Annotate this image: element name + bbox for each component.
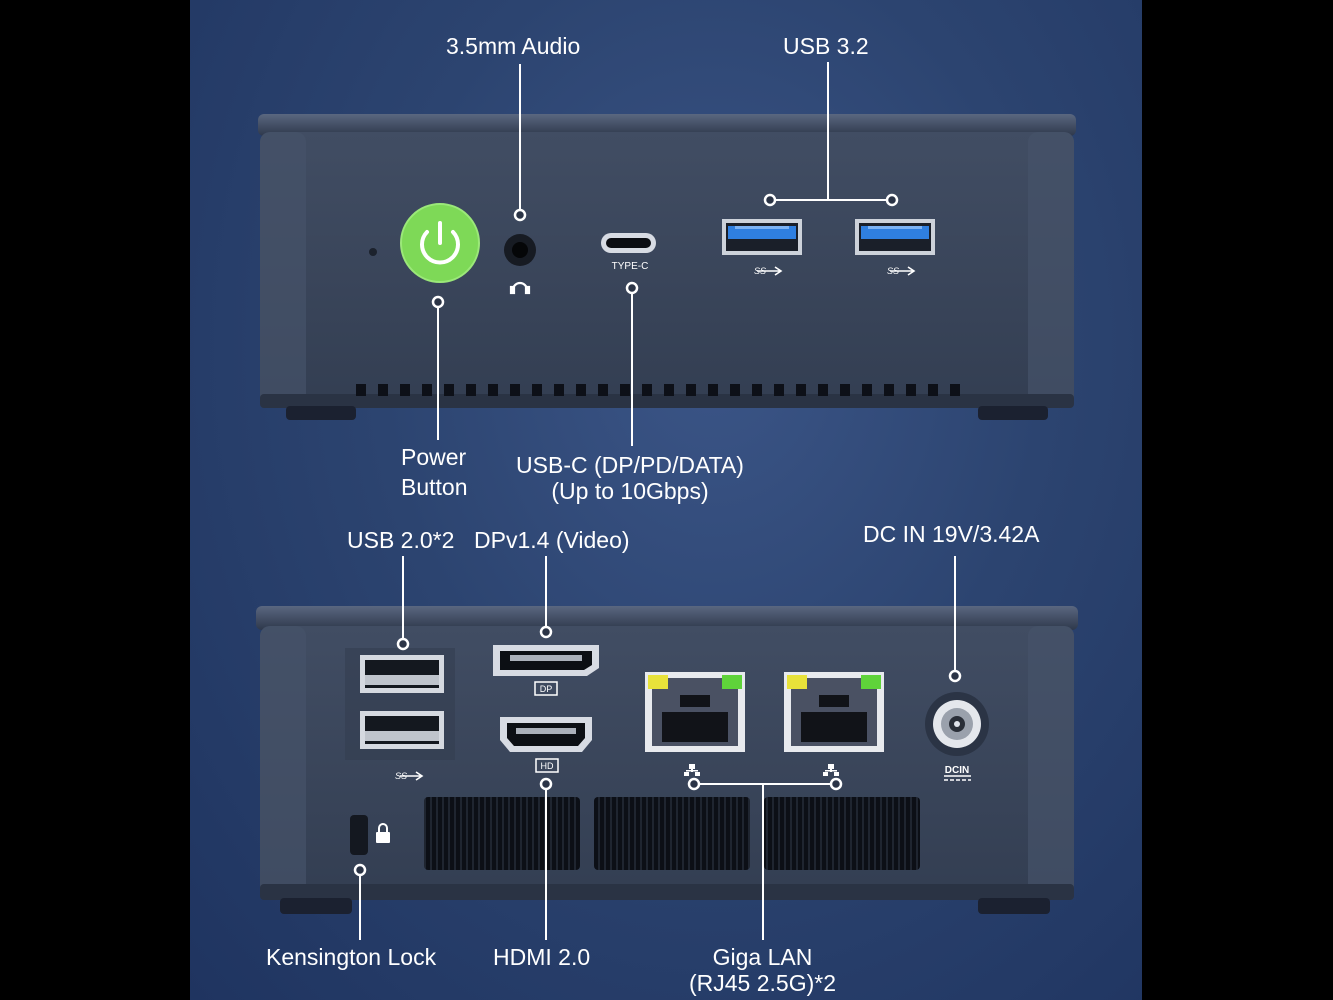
rear-callout-dots <box>353 625 962 877</box>
label-power-line1: Power <box>401 444 467 470</box>
label-dp: DPv1.4 (Video) <box>474 527 630 553</box>
label-lan-line2: (RJ45 2.5G)*2 <box>688 970 836 996</box>
displayport-graphic <box>493 645 599 696</box>
usb3-port-graphic-2 <box>855 219 935 255</box>
product-diagram: SS SS <box>190 0 1142 1000</box>
rj45-port-graphic-1 <box>645 672 745 752</box>
usb-c-port-graphic <box>601 233 656 253</box>
headset-icon <box>509 281 531 295</box>
superspeed-usb-icon <box>757 266 916 276</box>
dp-marking: DP <box>540 684 553 694</box>
label-kensington: Kensington Lock <box>266 944 437 970</box>
rj45-port-graphic-2 <box>784 672 884 752</box>
dcin-marking: DCIN <box>945 765 969 776</box>
lan-icon <box>684 764 839 776</box>
usb3-port-graphic-1 <box>722 219 802 255</box>
label-power-button: Power Button <box>401 442 468 502</box>
label-hdmi: HDMI 2.0 <box>493 944 591 970</box>
rear-callout-lines <box>359 556 956 940</box>
label-usb20: USB 2.0*2 <box>347 527 455 553</box>
rear-panel: SS <box>256 606 1078 914</box>
label-lan-line1: Giga LAN <box>712 944 813 970</box>
usb2-stack-graphic <box>345 648 455 760</box>
label-dcin: DC IN 19V/3.42A <box>863 521 1040 547</box>
label-usb-c: USB-C (DP/PD/DATA) (Up to 10Gbps) <box>500 450 760 506</box>
typec-marking: TYPE-C <box>612 261 649 272</box>
audio-jack-graphic <box>504 234 536 295</box>
svg-text:SS: SS <box>887 266 899 276</box>
front-panel: SS SS <box>258 114 1076 420</box>
lock-icon <box>376 823 390 843</box>
usb-icon <box>400 771 424 781</box>
heatsink-vents <box>424 797 920 870</box>
svg-text:SS: SS <box>754 266 766 276</box>
front-callout-dots <box>431 193 899 309</box>
power-icon <box>420 221 460 265</box>
label-usbc-line1: USB-C (DP/PD/DATA) <box>516 452 744 478</box>
hd-marking: HD <box>541 761 554 771</box>
label-usb32: USB 3.2 <box>783 33 869 59</box>
svg-text:SS: SS <box>395 771 407 781</box>
front-vents <box>356 384 960 396</box>
front-callout-lines <box>437 62 892 446</box>
label-giga-lan: Giga LAN (RJ45 2.5G)*2 <box>660 942 865 998</box>
label-power-line2: Button <box>401 474 468 500</box>
kensington-slot-graphic <box>350 815 368 855</box>
label-usbc-line2: (Up to 10Gbps) <box>551 478 709 504</box>
dc-in-jack-graphic <box>925 692 989 781</box>
hdmi-port-graphic <box>500 717 592 773</box>
power-button-graphic <box>400 203 480 283</box>
mini-pc-illustration: SS SS <box>256 62 1078 940</box>
label-audio: 3.5mm Audio <box>446 33 581 59</box>
